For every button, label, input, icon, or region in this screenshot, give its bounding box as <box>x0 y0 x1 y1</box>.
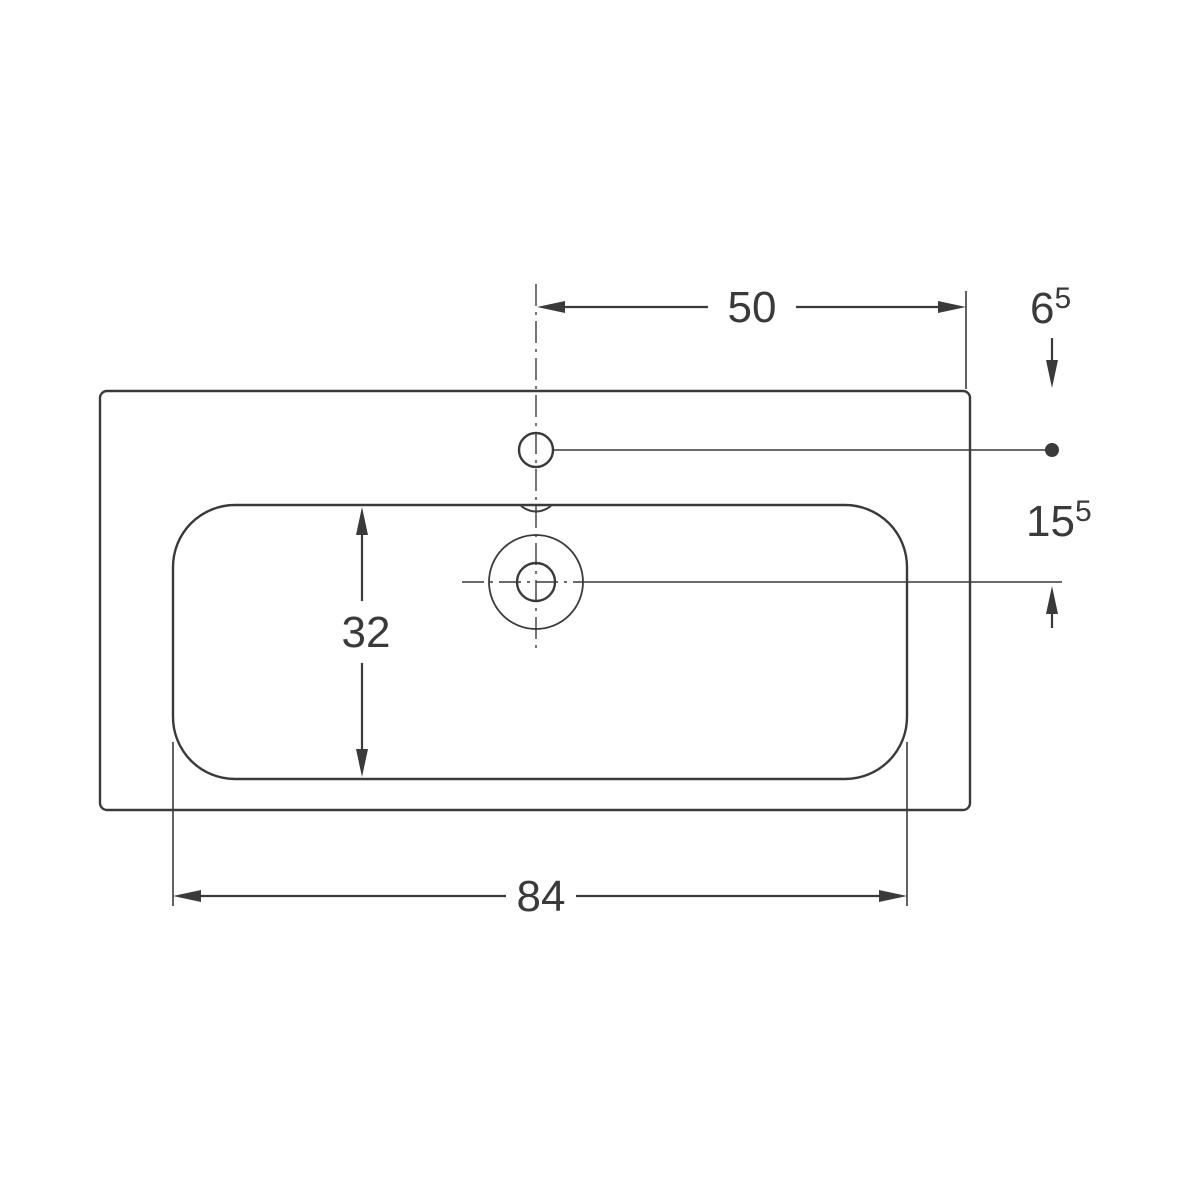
arrowhead-up <box>1046 586 1058 614</box>
dimension-label-84-value: 84 <box>517 872 566 921</box>
arrowhead-down <box>356 749 368 777</box>
dimension-tap-edge-offset: 65 <box>1030 282 1071 388</box>
arrowhead-left <box>173 890 201 902</box>
dimension-label-50: 50 <box>728 283 777 332</box>
dimension-label-6-5-value: 6 <box>1030 284 1054 333</box>
drain-group <box>462 534 1062 630</box>
dimension-label-6-5-sup: 5 <box>1054 282 1071 315</box>
dimension-label-15-5-sup: 5 <box>1075 495 1092 528</box>
tap-hole-group <box>517 431 1059 469</box>
arrowhead-down <box>1046 360 1058 388</box>
arrowhead-up <box>356 507 368 535</box>
dimension-label-15-5: 155 <box>1026 495 1092 546</box>
dimension-label-50-value: 50 <box>728 283 777 332</box>
tap-hole <box>517 431 555 469</box>
washbasin-outer-rim <box>98 389 972 812</box>
dimension-basin-depth: 32 <box>342 507 391 777</box>
arrowhead-left <box>537 301 565 313</box>
dimension-label-15-5-value: 15 <box>1026 497 1075 546</box>
basin-inner-bowl <box>171 503 909 781</box>
dimension-tap-to-drain: 155 <box>1026 495 1092 628</box>
dimension-label-32-value: 32 <box>342 608 391 657</box>
dimension-width-to-tap: 50 <box>537 283 967 389</box>
tap-axis-dot <box>1045 443 1059 457</box>
dimension-basin-width: 84 <box>172 742 908 921</box>
arrowhead-right <box>879 890 907 902</box>
dimension-label-32: 32 <box>342 608 391 657</box>
arrowhead-right <box>938 301 966 313</box>
dimension-label-6-5: 65 <box>1030 282 1071 333</box>
dimension-label-84: 84 <box>517 872 566 921</box>
